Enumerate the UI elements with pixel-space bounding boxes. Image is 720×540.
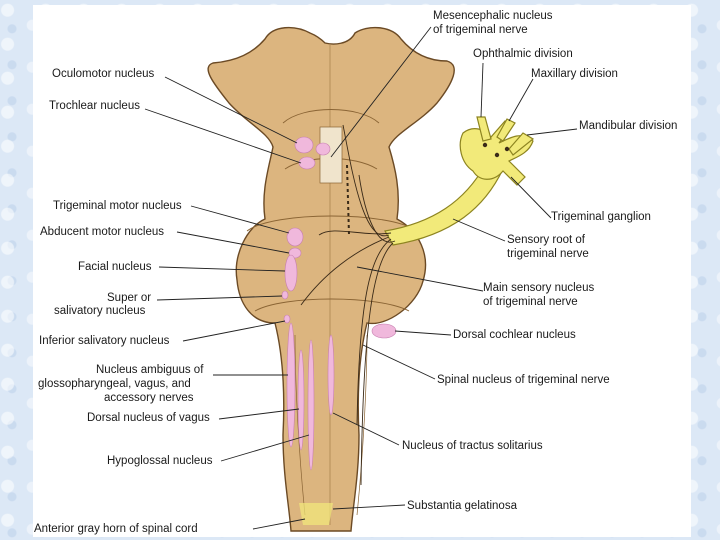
leader-ophthalmic <box>480 62 484 118</box>
label-abducent: Abducent motor nucleus <box>40 226 164 238</box>
leader-spinal-nucleus <box>362 344 436 380</box>
cranial-nerve-nuclei <box>281 136 397 525</box>
aqueduct <box>319 126 343 184</box>
label-mesencephalic-2: of trigeminal nerve <box>433 24 528 36</box>
mandibular-branch <box>508 132 535 156</box>
label-superior-salivatory-1: Super or <box>107 292 151 304</box>
label-ambiguus-1: Nucleus ambiguus of <box>96 364 204 376</box>
dorsal-cochlear-nucleus <box>371 323 397 339</box>
superior-salivatory-nucleus <box>281 290 289 300</box>
solitary-nucleus <box>327 334 335 416</box>
oculomotor-nucleus <box>294 136 314 154</box>
ganglion-dot <box>482 142 488 148</box>
dorsal-vagus-nucleus <box>297 349 305 451</box>
label-oculomotor: Oculomotor nucleus <box>52 68 155 80</box>
label-ambiguus-3: accessory nerves <box>104 392 194 404</box>
label-maxillary: Maxillary division <box>531 68 618 80</box>
ophthalmic-branch <box>476 116 492 142</box>
leader-sensory-root <box>452 218 506 242</box>
facial-nucleus <box>284 254 298 292</box>
hypoglossal-nucleus <box>307 339 315 471</box>
fiber <box>358 174 396 243</box>
label-ophthalmic: Ophthalmic division <box>473 48 573 60</box>
leader-substantia <box>332 504 406 510</box>
leader-abducent <box>176 231 290 254</box>
leader-dorsal-cochlear <box>394 330 452 336</box>
leader-mesencephalic <box>330 26 432 158</box>
trigeminal-nerve <box>384 116 535 246</box>
label-ambiguus-2: glossopharyngeal, vagus, and <box>38 378 191 390</box>
leader-lines <box>144 26 578 530</box>
leader-trochlear <box>144 108 302 164</box>
label-sensory-root-2: trigeminal nerve <box>507 248 589 260</box>
label-sensory-root-1: Sensory root of <box>507 234 586 246</box>
medulla-outline-right <box>356 334 368 516</box>
anterior-gray-horn <box>299 503 333 525</box>
leader-oculomotor <box>164 76 298 144</box>
fiber <box>342 124 390 237</box>
label-dorsal-vagus: Dorsal nucleus of vagus <box>87 412 210 424</box>
trigeminal-motor-nucleus <box>286 227 304 247</box>
label-hypoglossal: Hypoglossal nucleus <box>107 455 213 467</box>
label-facial: Facial nucleus <box>78 261 152 273</box>
fiber <box>356 238 392 426</box>
label-inferior-salivatory: Inferior salivatory nucleus <box>39 335 170 347</box>
maxillary-branch <box>496 118 516 142</box>
label-anterior-gray: Anterior gray horn of spinal cord <box>34 523 198 535</box>
leader-maxillary <box>508 78 534 122</box>
brainstem-diagram: Mesencephalic nucleus of trigeminal nerv… <box>34 10 677 535</box>
label-superior-salivatory-2: salivatory nucleus <box>54 305 146 317</box>
ganglion-dot <box>504 146 510 152</box>
labels: Mesencephalic nucleus of trigeminal nerv… <box>34 10 677 535</box>
diagram-slide: Mesencephalic nucleus of trigeminal nerv… <box>33 5 691 537</box>
colliculus-upper <box>282 109 380 124</box>
nucleus-ambiguus <box>286 322 296 448</box>
fiber-tracts <box>300 124 396 486</box>
leader-inferior-salivatory <box>182 320 286 342</box>
leader-trigeminal-motor <box>190 205 290 234</box>
label-trigeminal-motor: Trigeminal motor nucleus <box>53 200 182 212</box>
label-mandibular: Mandibular division <box>579 120 677 132</box>
oculomotor-nucleus-right <box>315 142 331 156</box>
inferior-salivatory-nucleus <box>283 314 291 324</box>
leader-anterior-gray <box>252 518 306 530</box>
label-tractus-solitarius: Nucleus of tractus solitarius <box>402 440 543 452</box>
leader-tractus-solitarius <box>332 412 400 446</box>
label-spinal-nucleus: Spinal nucleus of trigeminal nerve <box>437 374 610 386</box>
leader-main-sensory <box>356 266 484 292</box>
leader-dorsal-vagus <box>218 408 300 420</box>
label-main-sensory-1: Main sensory nucleus <box>483 282 594 294</box>
label-substantia: Substantia gelatinosa <box>407 500 518 512</box>
label-main-sensory-2: of trigeminal nerve <box>483 296 578 308</box>
brainstem-outline <box>207 26 455 532</box>
ganglion-dot <box>494 152 500 158</box>
label-dorsal-cochlear: Dorsal cochlear nucleus <box>453 329 576 341</box>
label-trigeminal-ganglion: Trigeminal ganglion <box>551 211 651 223</box>
leader-superior-salivatory <box>156 295 283 301</box>
leader-facial <box>158 266 286 272</box>
trochlear-nucleus <box>298 156 316 170</box>
label-trochlear: Trochlear nucleus <box>49 100 140 112</box>
fiber <box>300 236 390 306</box>
brainstem-body <box>207 26 455 532</box>
medulla-outline-left <box>294 334 306 516</box>
label-mesencephalic-1: Mesencephalic nucleus <box>433 10 553 22</box>
fiber <box>360 242 394 486</box>
pons-lower-outline <box>254 298 410 312</box>
leader-mandibular <box>526 128 578 136</box>
leader-trigeminal-ganglion <box>510 176 552 219</box>
leader-hypoglossal <box>220 434 310 462</box>
